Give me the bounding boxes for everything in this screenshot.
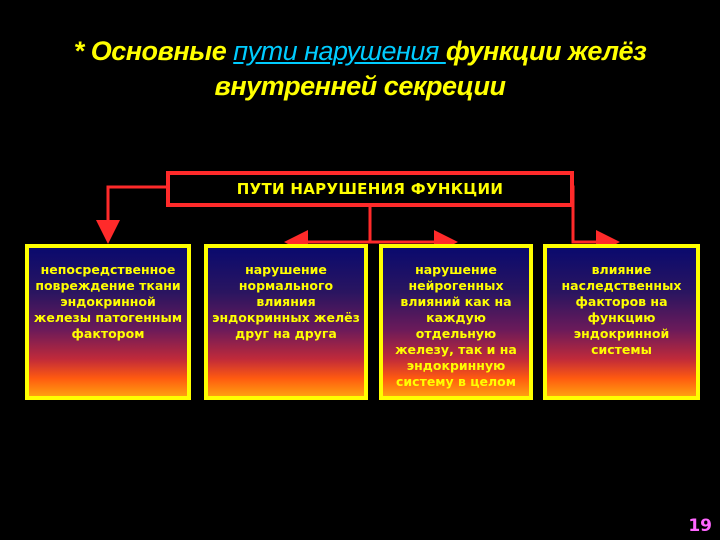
title-suffix: функции желёз [445, 36, 647, 66]
path-box-3-text: нарушение нейрогенных влияний как на каж… [395, 262, 517, 389]
path-box-2-text: нарушение нормального влияния эндокринны… [212, 262, 360, 341]
title-highlight: пути нарушения [233, 36, 446, 66]
path-box-1-text: непосредственное повреждение ткани эндок… [33, 262, 183, 341]
diagram-header-label: ПУТИ НАРУШЕНИЯ ФУНКЦИИ [236, 180, 504, 198]
path-box-1: непосредственное повреждение ткани эндок… [25, 244, 191, 400]
title-line2: внутренней секреции [214, 71, 506, 101]
title-prefix: * Основные [73, 36, 234, 66]
path-box-3: нарушение нейрогенных влияний как на каж… [379, 244, 533, 400]
path-box-2: нарушение нормального влияния эндокринны… [204, 244, 368, 400]
diagram-header-box: ПУТИ НАРУШЕНИЯ ФУНКЦИИ [166, 171, 574, 207]
path-box-4-text: влияние наследственных факторов на функц… [561, 262, 682, 357]
slide-title: * Основные пути нарушения функции желёз … [0, 34, 720, 104]
page-number: 19 [688, 516, 712, 536]
path-box-4: влияние наследственных факторов на функц… [543, 244, 700, 400]
connector-right [570, 185, 620, 254]
connector-left [96, 185, 166, 244]
